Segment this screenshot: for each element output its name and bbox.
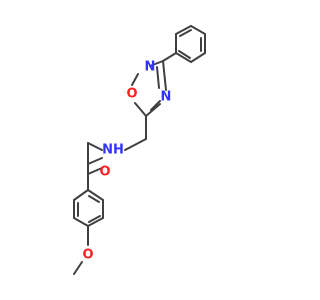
atom-amide-nh: NH bbox=[102, 143, 124, 158]
phenyl-oxadiazole-bond bbox=[162, 52, 177, 62]
phenyl-ring bbox=[175, 25, 206, 63]
carbonyl-bond-a bbox=[87, 167, 103, 175]
linker-bond-2 bbox=[124, 138, 147, 151]
methoxyphenyl-ring bbox=[73, 189, 104, 227]
atom-o-ring: O bbox=[126, 87, 137, 102]
oxadiazole-ring bbox=[131, 60, 167, 117]
carbonyl-bond-b bbox=[87, 157, 103, 165]
nh-linker-bond bbox=[87, 142, 103, 151]
atom-o-carbonyl: O bbox=[99, 165, 110, 180]
atom-n-ring-top: N bbox=[145, 60, 156, 75]
atom-n-ring-right: N bbox=[161, 90, 172, 105]
molecule-structure: N O N O NH O bbox=[73, 25, 206, 275]
o-methyl-bond bbox=[73, 261, 83, 275]
atom-o-methoxy: O bbox=[82, 248, 93, 263]
